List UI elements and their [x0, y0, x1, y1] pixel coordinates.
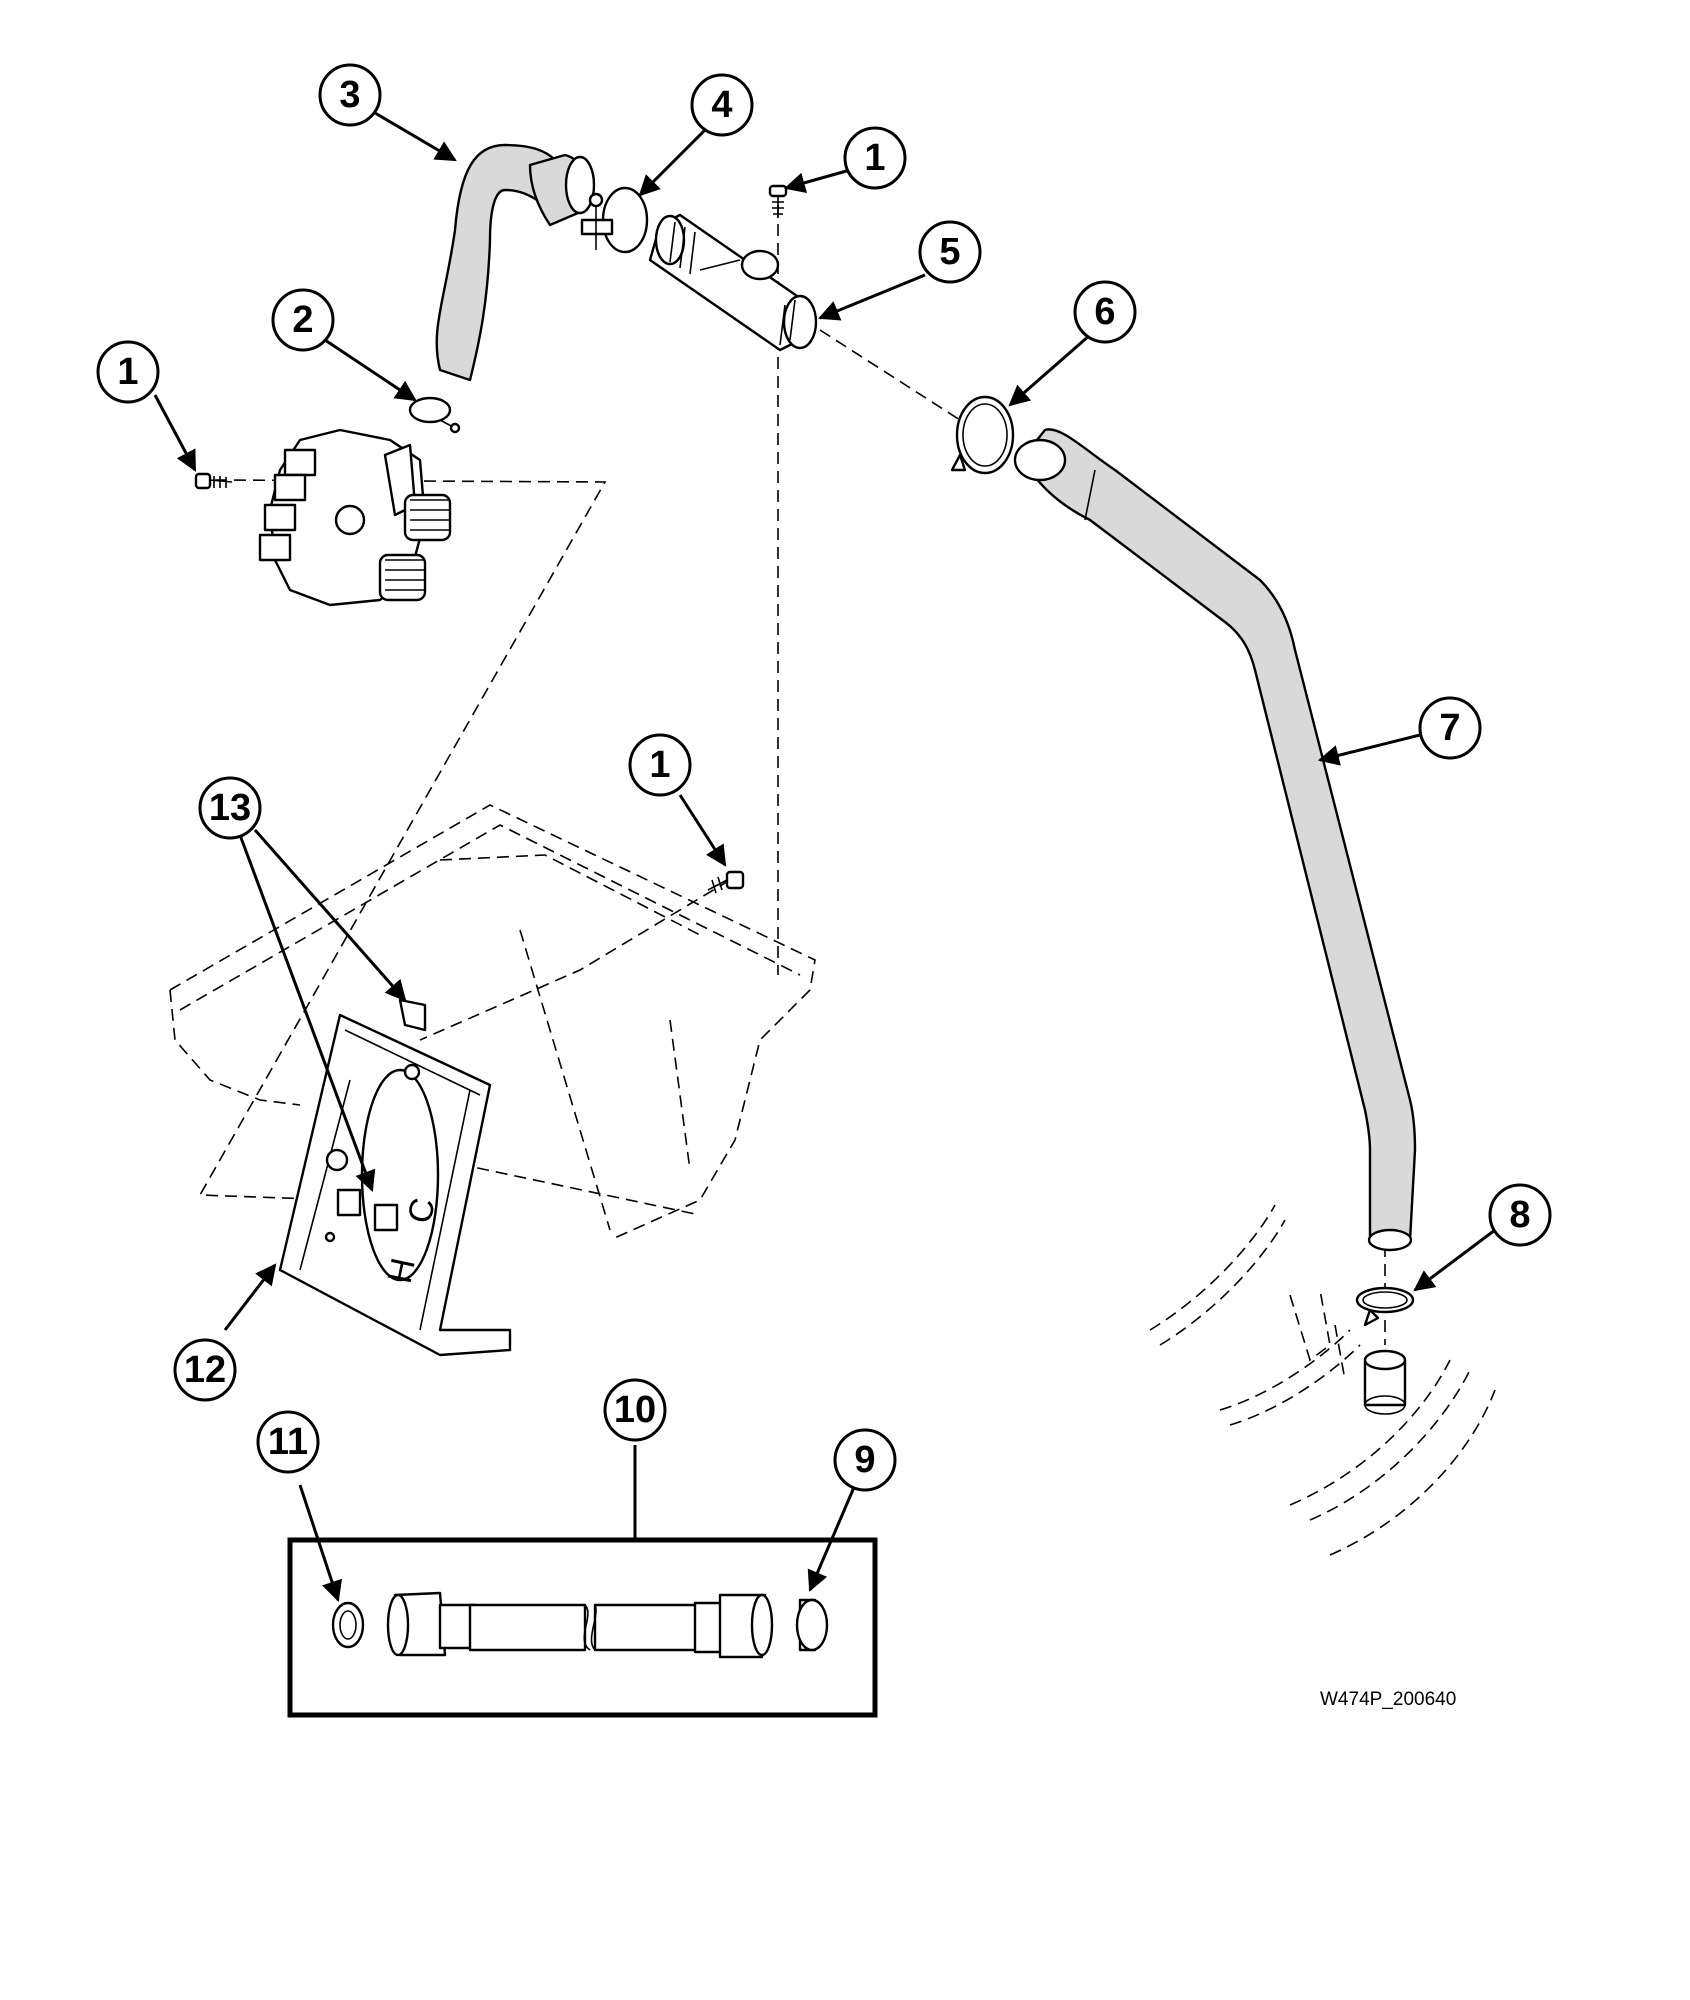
callout-1-top: 1: [843, 126, 907, 190]
callout-label: 1: [649, 744, 670, 786]
callout-6: 6: [1073, 280, 1137, 344]
callout-13: 13: [198, 776, 262, 840]
tee-fitting: [648, 213, 818, 352]
hose-clamp-small: [408, 396, 461, 434]
callout-label: 5: [939, 231, 960, 273]
callout-12: 12: [173, 1338, 237, 1402]
leader-lines: [153, 108, 1496, 1602]
callout-label: 11: [268, 1421, 308, 1463]
valve-bracket: C H: [278, 998, 512, 1357]
callout-3: 3: [318, 63, 382, 127]
spring-clamp-upper: [950, 395, 1015, 475]
fill-hose: [1013, 428, 1417, 1252]
callout-11: 11: [256, 1410, 320, 1474]
reference-code: W474P_200640: [1320, 1689, 1456, 1710]
callouts: 1 1 1 2 3 4 5 6: [96, 63, 1552, 1492]
screw-icon-middle: [707, 870, 745, 894]
mixing-valve: [258, 428, 452, 607]
callout-label: 10: [614, 1389, 656, 1431]
callout-7: 7: [1418, 696, 1482, 760]
callout-2: 2: [271, 288, 335, 352]
screw-icon-left: [194, 472, 233, 490]
callout-label: 6: [1094, 291, 1115, 333]
screw-icon-top: [768, 184, 788, 218]
callout-1-left: 1: [96, 340, 160, 404]
callout-8: 8: [1488, 1183, 1552, 1247]
callout-label: 13: [209, 787, 251, 829]
callout-1-middle: 1: [628, 733, 692, 797]
tub-inlet: [1363, 1349, 1407, 1415]
callout-5: 5: [918, 220, 982, 284]
callout-label: 1: [117, 351, 138, 393]
callout-label: 1: [864, 137, 885, 179]
callout-label: 3: [339, 74, 360, 116]
callout-label: 12: [184, 1349, 226, 1391]
callout-label: 2: [292, 299, 313, 341]
callout-label: 4: [711, 84, 732, 126]
spring-clamp-lower: [1355, 1286, 1415, 1327]
callout-label: 8: [1509, 1194, 1530, 1236]
inlet-hose: [435, 143, 596, 382]
callout-9: 9: [833, 1428, 897, 1492]
callout-label: 7: [1439, 707, 1460, 749]
callout-10: 10: [603, 1378, 667, 1442]
callout-4: 4: [690, 73, 754, 137]
callout-label: 9: [854, 1439, 875, 1481]
hose-kit: [287, 1537, 878, 1718]
phantom-lines: [169, 205, 1496, 1556]
hose-clamp-screw: [580, 186, 649, 254]
